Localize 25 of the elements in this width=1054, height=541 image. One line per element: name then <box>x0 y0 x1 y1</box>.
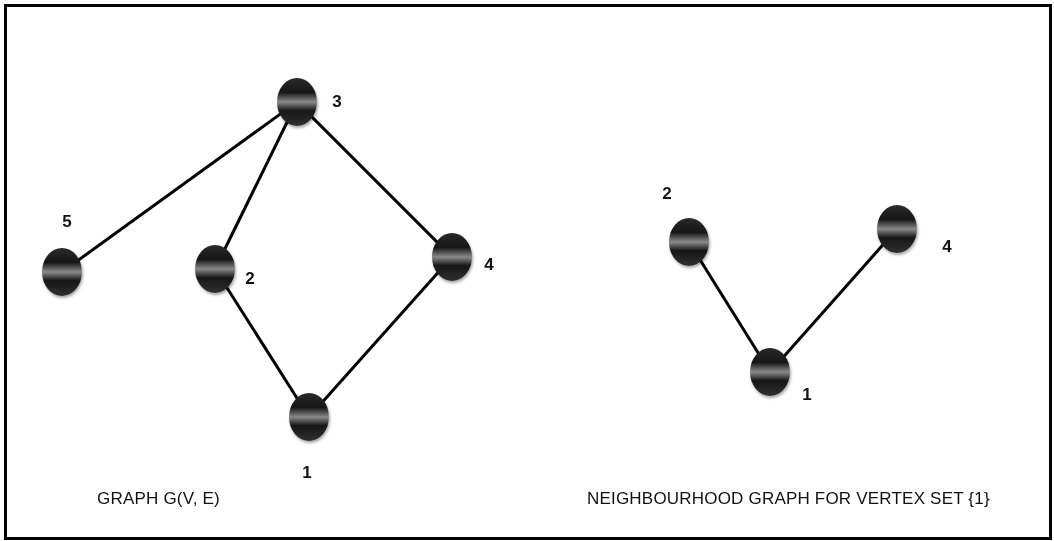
edge-line <box>310 115 439 244</box>
edge-line <box>782 243 885 358</box>
vertex-label: 2 <box>662 184 672 204</box>
vertex-circle <box>877 205 917 253</box>
graph-caption: NEIGHBOURHOOD GRAPH FOR VERTEX SET {1} <box>587 489 990 509</box>
vertex-label: 1 <box>302 463 312 483</box>
vertex-circle <box>195 245 235 293</box>
vertex-label: 4 <box>942 237 952 257</box>
vertex-label: 3 <box>332 92 342 112</box>
vertex-label: 5 <box>62 212 72 232</box>
vertex-circle <box>432 233 472 281</box>
edge-line <box>223 120 289 251</box>
edge-line <box>76 112 283 262</box>
graph-caption: GRAPH G(V, E) <box>97 489 220 509</box>
vertex-circle <box>750 348 790 396</box>
edge-line <box>224 285 300 401</box>
edge-line <box>321 271 440 403</box>
vertex-circle <box>42 248 82 296</box>
edge-line <box>698 258 761 356</box>
vertex-circle <box>669 218 709 266</box>
vertex-label: 4 <box>484 255 494 275</box>
vertex-label: 2 <box>245 269 255 289</box>
vertex-circle <box>289 393 329 441</box>
vertex-circle <box>277 78 317 126</box>
vertex-label: 1 <box>802 385 812 405</box>
